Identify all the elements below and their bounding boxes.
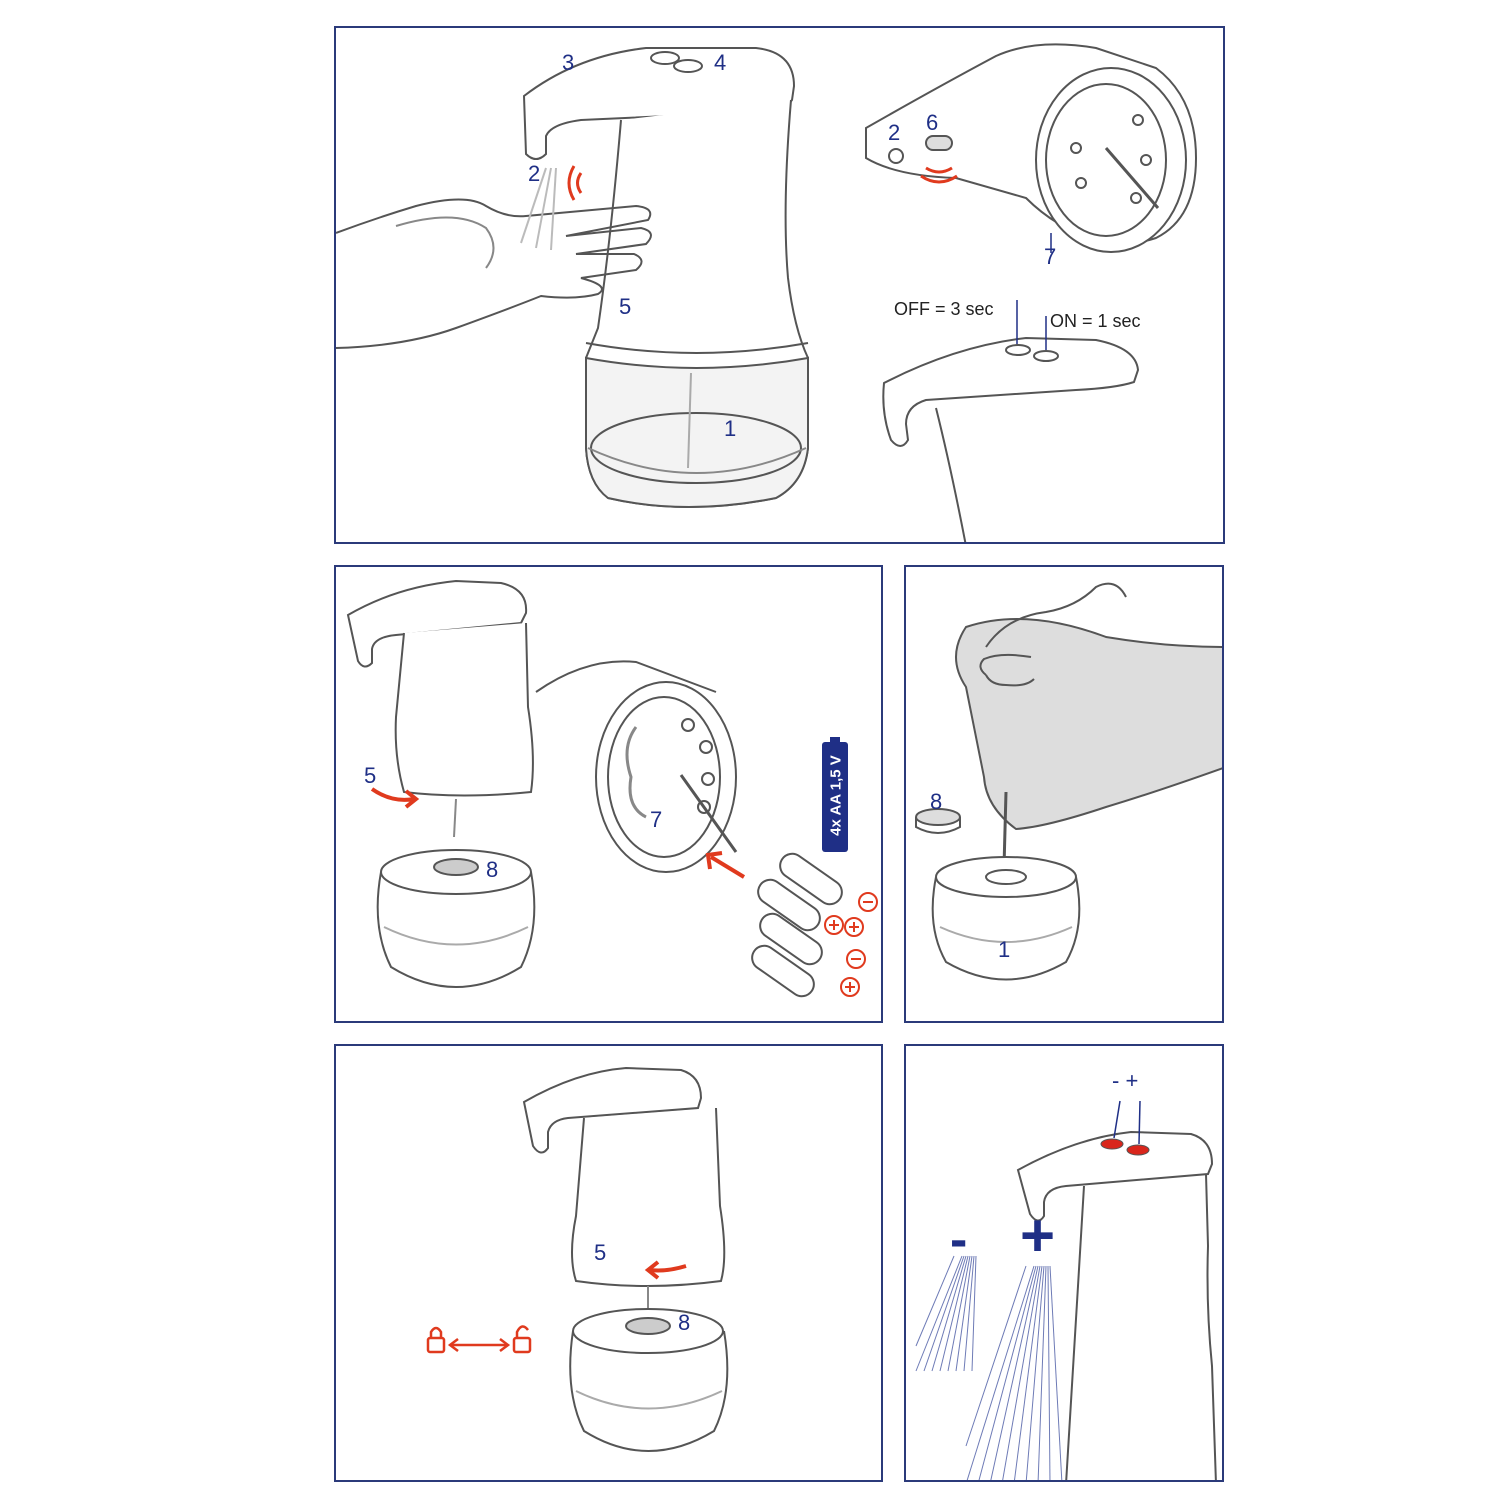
panel3-illustration: [915, 582, 1222, 981]
on-duration-label: ON = 1 sec: [1050, 311, 1141, 331]
panel1-illustration: [336, 43, 1198, 542]
callout-1: 1: [998, 937, 1011, 962]
callout-5: 5: [594, 1240, 607, 1265]
panel-battery-insert: 4x AA 1,5 V 5 7 8: [334, 565, 883, 1023]
spray-plus-label: +: [1020, 1202, 1056, 1269]
panel5-illustration: [915, 1100, 1217, 1480]
callout-1: 1: [724, 416, 737, 441]
callout-2-detail: 2: [888, 120, 901, 145]
spray-minus-label: -: [950, 1211, 968, 1269]
panel-spray-adjust: - + - +: [904, 1044, 1224, 1482]
battery-spec-label: 4x AA 1,5 V: [827, 755, 845, 836]
callout-7: 7: [650, 807, 663, 832]
callout-5: 5: [364, 763, 377, 788]
off-duration-label: OFF = 3 sec: [894, 299, 994, 319]
callout-8: 8: [930, 789, 943, 814]
callout-2: 2: [528, 161, 541, 186]
callout-4: 4: [714, 50, 727, 75]
panel4-illustration: [426, 1066, 729, 1452]
callout-6: 6: [926, 110, 939, 135]
callout-5: 5: [619, 294, 632, 319]
panel-reassemble-lock: 5 8: [334, 1044, 883, 1482]
callout-8: 8: [678, 1310, 691, 1335]
button-labels-minus-plus: - +: [1112, 1068, 1139, 1093]
callout-8: 8: [486, 857, 499, 882]
panel-refill: 8 1: [904, 565, 1224, 1023]
panel-sensor-overview: 1 2 3 4 5 2 6 7 OFF = 3 sec ON = 1 sec: [334, 26, 1225, 544]
callout-7: 7: [1044, 244, 1057, 269]
panel2-illustration: [346, 579, 878, 998]
callout-3: 3: [562, 50, 575, 75]
